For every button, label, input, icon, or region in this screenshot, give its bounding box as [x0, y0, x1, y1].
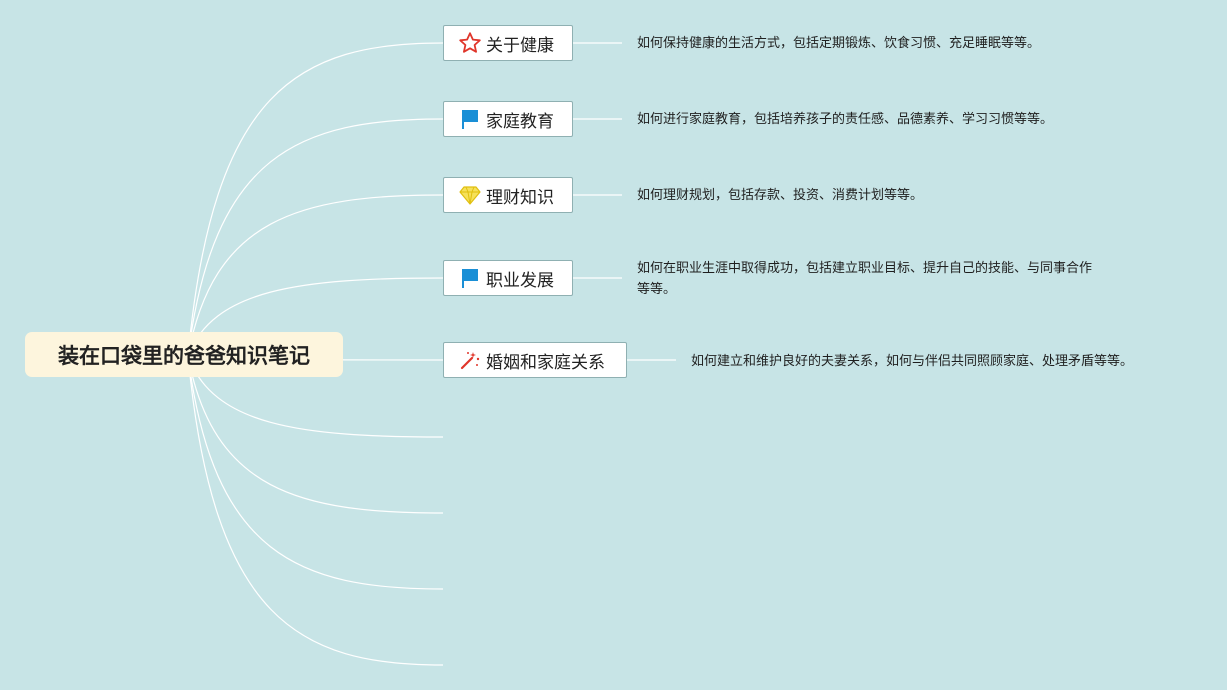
topic-finance[interactable]: 理财知识	[443, 177, 573, 213]
topic-label: 家庭教育	[486, 111, 554, 132]
topic-label: 职业发展	[486, 270, 554, 291]
topic-description: 如何建立和维护良好的夫妻关系，如何与伴侣共同照顾家庭、处理矛盾等等。	[691, 354, 1134, 369]
branch-connector	[187, 42, 444, 357]
branch-connector	[187, 194, 444, 357]
root-topic[interactable]: 装在口袋里的爸爸知识笔记	[25, 332, 343, 377]
diamond-icon	[458, 183, 482, 207]
branch-connector	[187, 355, 444, 590]
branch-connector	[187, 355, 444, 666]
topic-family-education[interactable]: 家庭教育	[443, 101, 573, 137]
topic-health[interactable]: 关于健康	[443, 25, 573, 61]
topic-description: 如何理财规划，包括存款、投资、消费计划等等。	[637, 188, 924, 203]
topic-label: 婚姻和家庭关系	[486, 352, 605, 373]
magic-wand-icon	[458, 348, 482, 372]
topic-career[interactable]: 职业发展	[443, 260, 573, 296]
root-topic-label: 装在口袋里的爸爸知识笔记	[58, 343, 310, 368]
topic-label: 关于健康	[486, 35, 554, 56]
star-icon	[458, 31, 482, 55]
topic-marriage-family[interactable]: 婚姻和家庭关系	[443, 342, 627, 378]
flag-icon	[458, 107, 482, 131]
topic-description: 如何保持健康的生活方式，包括定期锻炼、饮食习惯、充足睡眠等等。	[637, 36, 1041, 51]
topic-label: 理财知识	[486, 187, 554, 208]
topic-description: 如何在职业生涯中取得成功，包括建立职业目标、提升自己的技能、与同事合作 等等。	[637, 261, 1093, 297]
branch-connector	[187, 118, 444, 357]
branch-connector	[187, 355, 444, 514]
branch-connector	[187, 355, 444, 438]
topic-description: 如何进行家庭教育，包括培养孩子的责任感、品德素养、学习习惯等等。	[637, 112, 1054, 127]
flag-icon	[458, 266, 482, 290]
